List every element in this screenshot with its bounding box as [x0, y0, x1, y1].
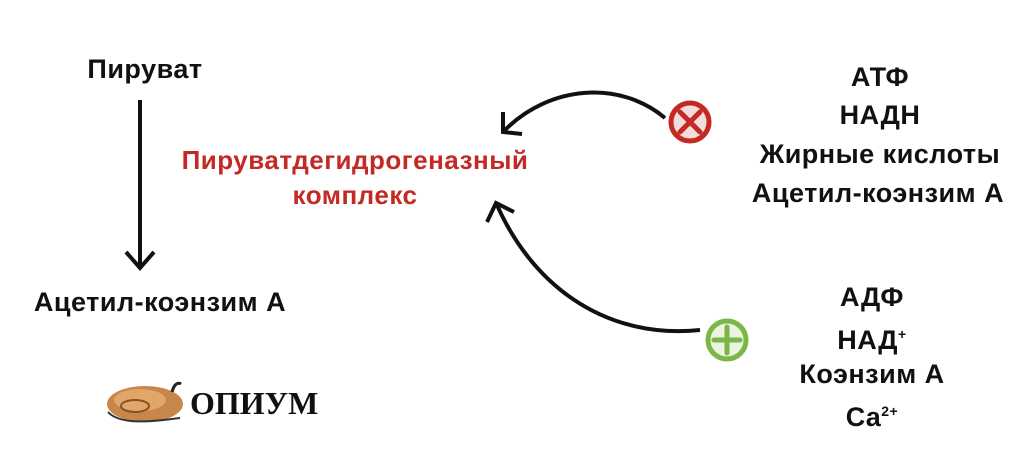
activator-item: АДФ: [840, 282, 904, 312]
inhibitor-item: АТФ: [850, 62, 910, 92]
inhibitor-item: Жирные кислоты: [759, 139, 1001, 169]
activator-item: Коэнзим А: [799, 359, 945, 389]
substrate-label: Пируват: [87, 54, 203, 84]
enzyme-name-line1: Пируватдегидрогеназный: [181, 145, 529, 175]
inhibition-arrow: [501, 90, 667, 136]
activator-item: Ca2+: [846, 392, 898, 436]
activator-item-label: НАД: [837, 325, 899, 355]
logo-image: [107, 381, 183, 423]
activation-arrow: [485, 200, 701, 334]
activator-item-label: Ca: [845, 402, 882, 432]
x-circle-icon: [668, 100, 712, 144]
logo-text: ОПИУМ: [190, 385, 319, 421]
activator-item: НАД+: [837, 315, 906, 359]
nad-charge: +: [898, 326, 907, 342]
enzyme-name-line2: комплекс: [292, 180, 418, 210]
product-label: Ацетил-коэнзим А: [33, 287, 287, 317]
pyruvate-to-acetyl-arrow: [124, 100, 156, 272]
inhibitor-item: НАДН: [839, 100, 921, 130]
plus-circle-icon: [705, 318, 749, 362]
ca-charge: 2+: [881, 403, 899, 419]
inhibitor-item: Ацетил-коэнзим А: [751, 178, 1005, 208]
